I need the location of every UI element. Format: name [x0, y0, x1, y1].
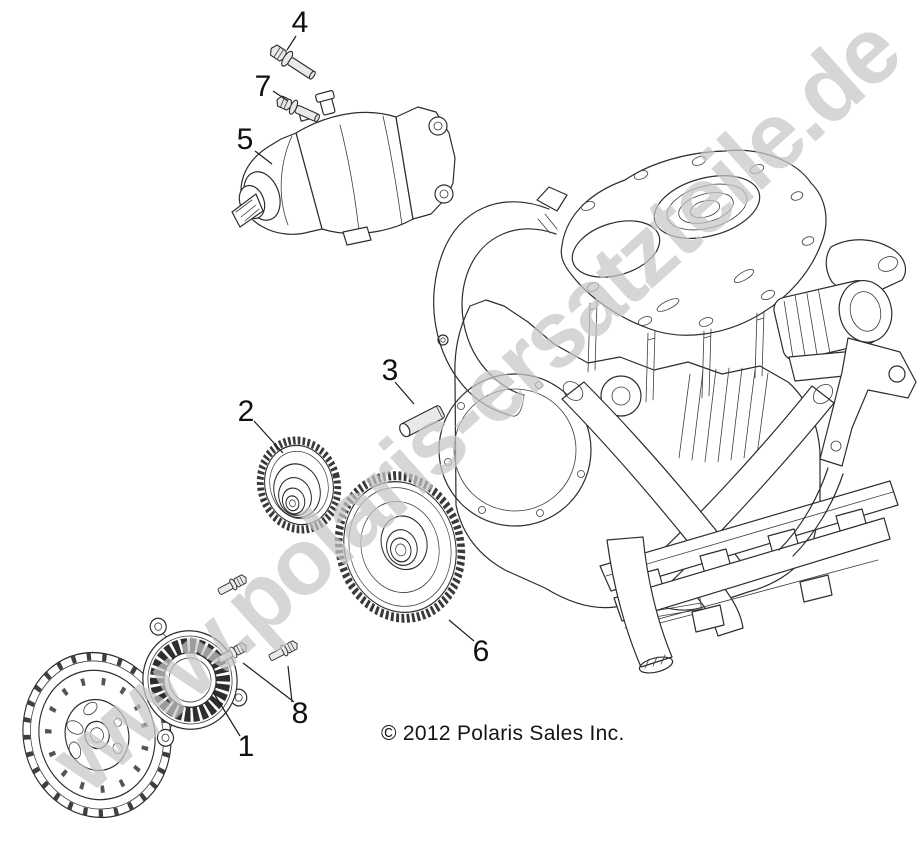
- leader-lines: [212, 35, 475, 737]
- bolt-7-art: [276, 95, 320, 123]
- callout-label-8: 8: [291, 697, 309, 730]
- callout-label-2: 2: [237, 395, 255, 428]
- copyright-text: © 2012 Polaris Sales Inc.: [381, 722, 625, 745]
- flywheel-art: [22, 651, 172, 819]
- callout-label-4: 4: [291, 6, 309, 39]
- starter-motor-art: [231, 90, 456, 246]
- idler-gear-art: [256, 436, 342, 534]
- callout-label-5: 5: [236, 123, 254, 156]
- callout-label-3: 3: [381, 354, 399, 387]
- mount-bolt-art: [215, 571, 301, 666]
- stator-plate-art: [142, 617, 248, 747]
- dowel-pin-art: [399, 405, 445, 438]
- ring-gear-art: [334, 471, 466, 623]
- callout-label-7: 7: [254, 70, 272, 103]
- engine-block-art: [433, 149, 917, 674]
- callout-label-1: 1: [237, 730, 255, 763]
- bolt-4-art: [269, 44, 316, 80]
- callout-label-6: 6: [472, 635, 490, 668]
